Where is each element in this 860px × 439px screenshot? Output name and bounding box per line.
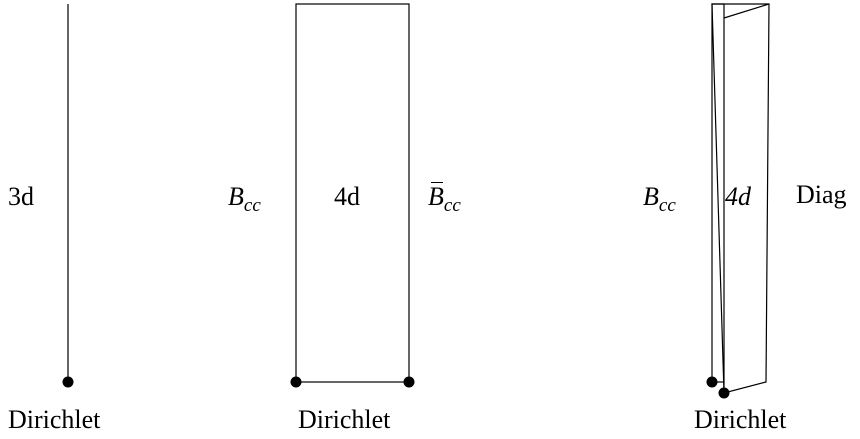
panel-diag-left-boundary-label: Bcc — [643, 182, 676, 216]
panel-3d-bottom-label: Dirichlet — [8, 405, 101, 434]
panel-4d-bottom-label: Dirichlet — [298, 405, 391, 434]
panel-4d-strip — [295, 3, 410, 383]
panel-4d-left-boundary-label: Bcc — [228, 182, 261, 216]
panel-diag-fold-top — [723, 3, 770, 19]
panel-3d-label: 3d — [8, 182, 34, 211]
panel-diag-side-face — [711, 3, 770, 394]
panel-4d-right-boundary-label: Bcc — [428, 182, 461, 216]
panel-3d-endpoint — [62, 376, 74, 388]
panel-diag-bottom-label: Dirichlet — [694, 405, 787, 434]
panel-4d-center-label: 4d — [334, 182, 360, 211]
panel-diag-right-label: Diag — [796, 180, 847, 209]
panel-4d-endpoint-right — [403, 376, 415, 388]
panel-diag-center-label: 4d — [725, 182, 751, 211]
panel-diag-endpoint-back — [718, 387, 730, 399]
panel-diag-endpoint-front — [706, 376, 718, 388]
panel-4d-endpoint-left — [290, 376, 302, 388]
